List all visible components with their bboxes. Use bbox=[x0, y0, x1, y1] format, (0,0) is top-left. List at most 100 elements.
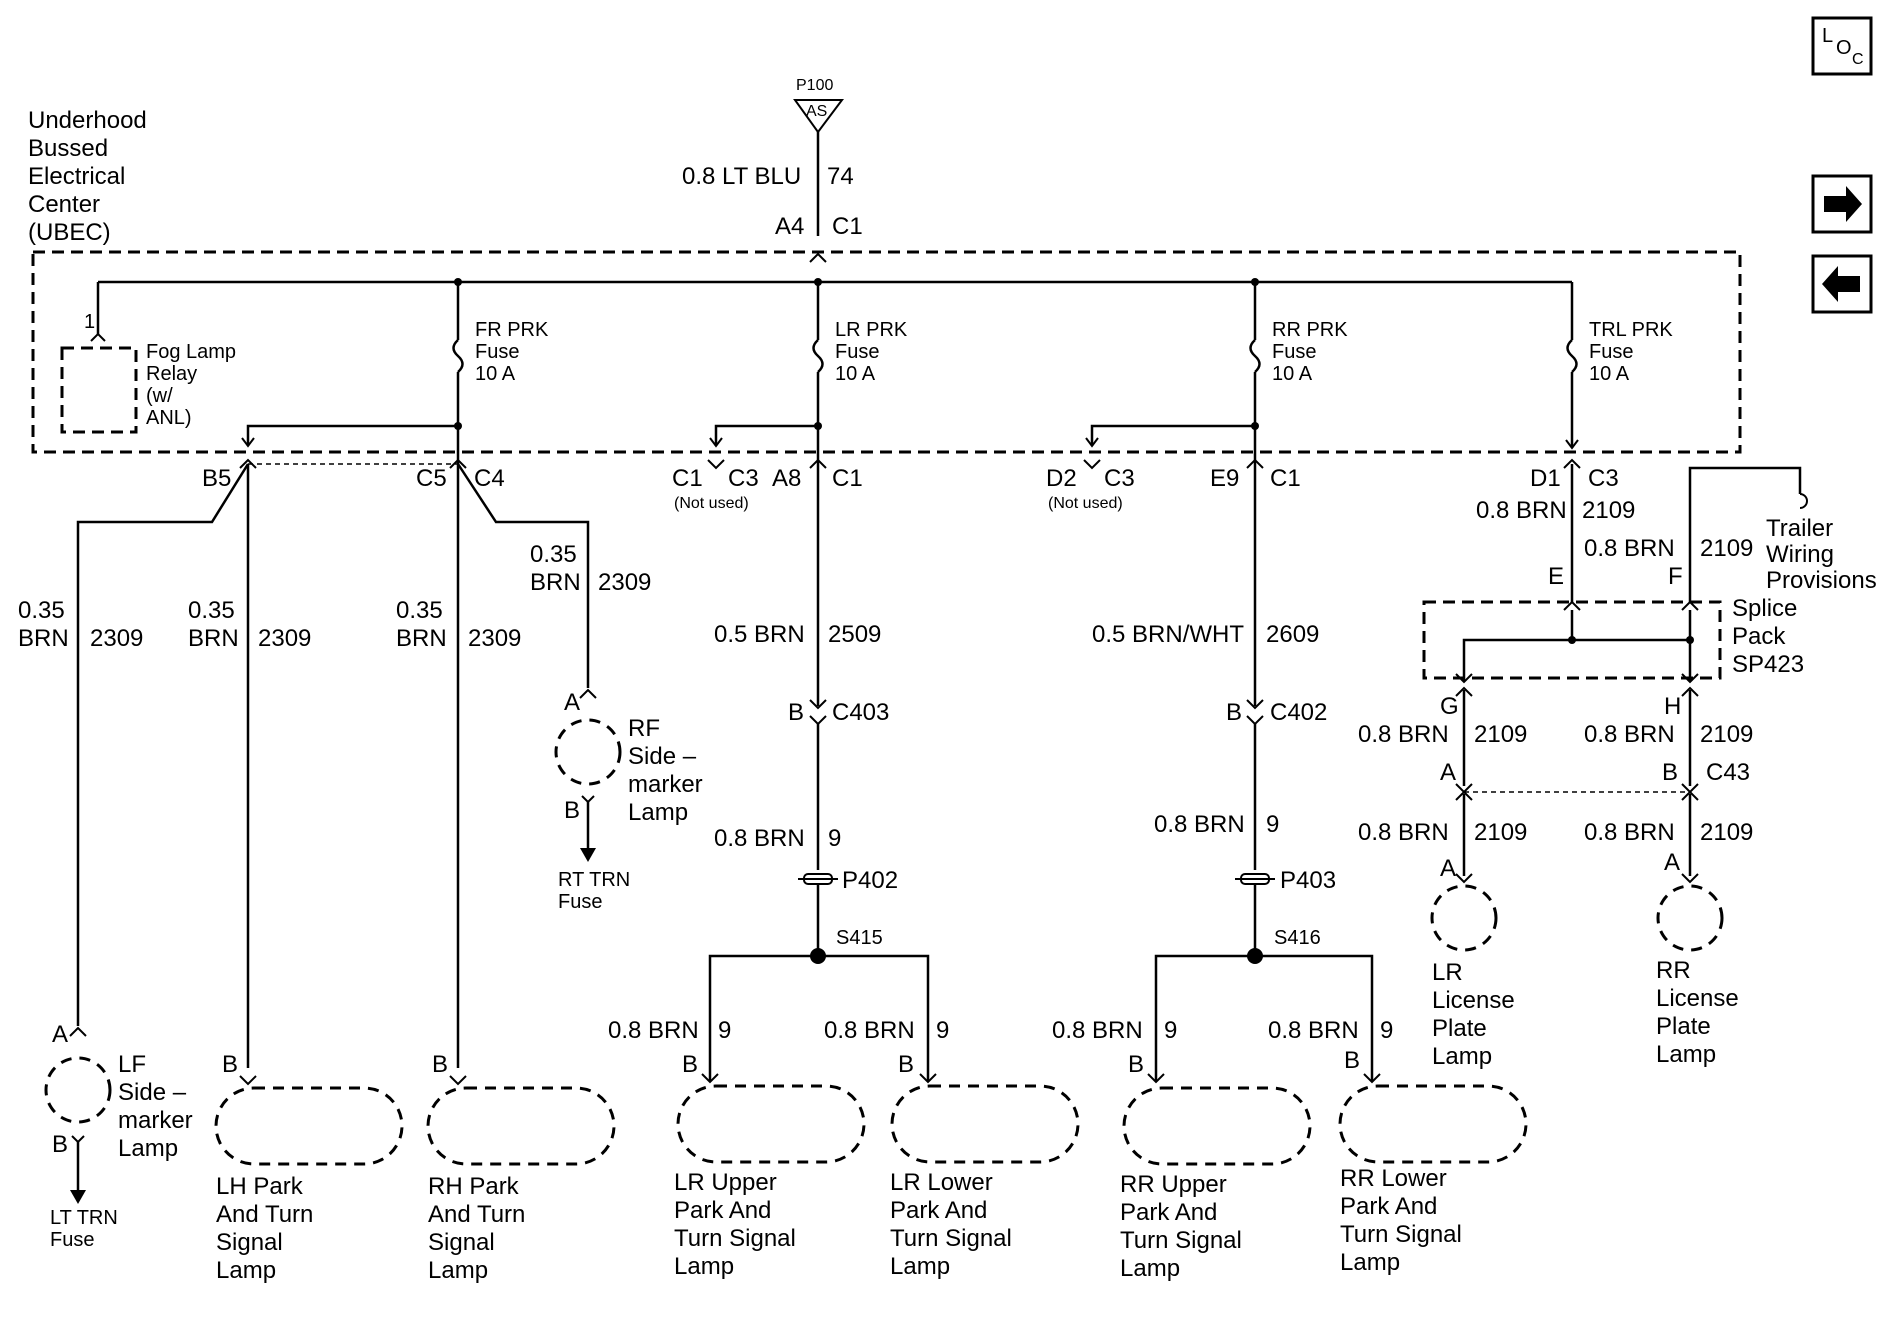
lf-wire-gauge: 0.35 bbox=[18, 597, 65, 624]
lh-wire-color: BRN bbox=[188, 625, 239, 652]
rr-lower-label-1: RR Lower bbox=[1340, 1165, 1447, 1192]
rr-license-label-4: Lamp bbox=[1656, 1041, 1716, 1068]
lh-park-label-1: LH Park bbox=[216, 1173, 304, 1200]
trl-f-circuit: 2109 bbox=[1700, 535, 1753, 562]
fr-prk-fuse-line-1: FR PRK bbox=[475, 319, 549, 341]
top-connector-c1: C1 bbox=[832, 213, 863, 240]
lr-prk-fuse-symbol bbox=[812, 339, 824, 373]
rr-post-circuit: 9 bbox=[1266, 811, 1279, 838]
lh-wire-gauge: 0.35 bbox=[188, 597, 235, 624]
rr-lower-label-4: Lamp bbox=[1340, 1249, 1400, 1276]
rh-park-label-1: RH Park bbox=[428, 1173, 520, 1200]
rr-prk-fuse-line-2: Fuse bbox=[1272, 341, 1316, 363]
ubec-box bbox=[31, 250, 1742, 454]
lh-park-pin-b: B bbox=[222, 1051, 238, 1078]
splice-pin-h: H bbox=[1664, 693, 1681, 720]
lf-side-pin-a: A bbox=[52, 1021, 68, 1048]
ubec-title-line-1: Underhood bbox=[28, 107, 147, 134]
rf-wire-circuit: 2309 bbox=[598, 569, 651, 596]
top-pin-a4: A4 bbox=[775, 213, 804, 240]
lic-h-circuit: 2109 bbox=[1700, 721, 1753, 748]
relay-pin-1: 1 bbox=[84, 311, 95, 333]
rr-prk-fuse-line-1: RR PRK bbox=[1272, 319, 1348, 341]
loc-button[interactable]: L O C bbox=[1811, 16, 1873, 76]
trailer-line-3: Provisions bbox=[1766, 567, 1877, 594]
rf-wire-color: BRN bbox=[530, 569, 581, 596]
lic-g-wire: 0.8 BRN bbox=[1358, 721, 1449, 748]
pin-e9: E9 bbox=[1210, 465, 1239, 492]
lr-license-label-3: Plate bbox=[1432, 1015, 1487, 1042]
trl-d1-wire: 0.8 BRN bbox=[1476, 497, 1567, 524]
rr-upper-pin-b: B bbox=[1128, 1051, 1144, 1078]
pin-c3-not-used-2: C3 bbox=[1104, 465, 1135, 492]
rf-side-label-3: marker bbox=[628, 771, 703, 798]
rf-side-label-4: Lamp bbox=[628, 799, 688, 826]
lr-lower-wire: 0.8 BRN bbox=[824, 1017, 915, 1044]
trl-prk-fuse-line-1: TRL PRK bbox=[1589, 319, 1673, 341]
lr-lower-label-3: Turn Signal bbox=[890, 1225, 1012, 1252]
lh-park-label-2: And Turn bbox=[216, 1201, 313, 1228]
p100-connector: P100 AS bbox=[793, 77, 844, 134]
rr-lower-pin-b: B bbox=[1344, 1047, 1360, 1074]
rr-upper-label-2: Park And bbox=[1120, 1199, 1217, 1226]
forward-button[interactable] bbox=[1811, 174, 1873, 234]
p403-pass-through bbox=[1235, 873, 1275, 885]
pin-d2: D2 bbox=[1046, 465, 1077, 492]
ubec-title-line-4: Center bbox=[28, 191, 100, 218]
lh-wire-circuit: 2309 bbox=[258, 625, 311, 652]
lr-post-wire: 0.8 BRN bbox=[714, 825, 805, 852]
arrow-right-icon bbox=[1824, 186, 1862, 222]
rr-upper-circuit: 9 bbox=[1164, 1017, 1177, 1044]
rf-side-marker-lamp bbox=[554, 718, 622, 786]
trl-prk-fuse-line-2: Fuse bbox=[1589, 341, 1633, 363]
c43-pin-b: B bbox=[1662, 759, 1678, 786]
rr-post-wire: 0.8 BRN bbox=[1154, 811, 1245, 838]
lr-lower-pin-b: B bbox=[898, 1051, 914, 1078]
lr-upper-pin-b: B bbox=[682, 1051, 698, 1078]
p100-sub-label: AS bbox=[806, 103, 827, 120]
trl-d1-circuit: 2109 bbox=[1582, 497, 1635, 524]
lic-la-circuit: 2109 bbox=[1474, 819, 1527, 846]
trailer-line-2: Wiring bbox=[1766, 541, 1834, 568]
pin-d1: D1 bbox=[1530, 465, 1561, 492]
lf-side-pin-b: B bbox=[52, 1131, 68, 1158]
lr-license-label-1: LR bbox=[1432, 959, 1463, 986]
rh-wire-circuit: 2309 bbox=[468, 625, 521, 652]
rf-wire-gauge: 0.35 bbox=[530, 541, 577, 568]
pin-a8: A8 bbox=[772, 465, 801, 492]
top-wire-label: 0.8 LT BLU bbox=[682, 163, 801, 190]
pin-c4: C4 bbox=[474, 465, 505, 492]
pin-c3-not-used-1: C3 bbox=[728, 465, 759, 492]
lf-side-marker-lamp bbox=[44, 1056, 112, 1124]
not-used-label-2: (Not used) bbox=[1048, 495, 1123, 512]
rr-upper-label-4: Lamp bbox=[1120, 1255, 1180, 1282]
splice-pack-line-3: SP423 bbox=[1732, 651, 1804, 678]
rr-license-label-1: RR bbox=[1656, 957, 1691, 984]
fr-prk-fuse-symbol bbox=[452, 339, 464, 373]
relay-label-2: Relay bbox=[146, 363, 197, 385]
lr-upper-label-1: LR Upper bbox=[674, 1169, 777, 1196]
lr-license-label-4: Lamp bbox=[1432, 1043, 1492, 1070]
rr-prk-fuse-line-3: 10 A bbox=[1272, 363, 1313, 385]
top-wire-circuit: 74 bbox=[827, 163, 854, 190]
lf-side-label-4: Lamp bbox=[118, 1135, 178, 1162]
pin-c1-not-used-1: C1 bbox=[672, 465, 703, 492]
lr-prk-fuse-line-3: 10 A bbox=[835, 363, 876, 385]
splice-pack-line-1: Splice bbox=[1732, 595, 1797, 622]
lf-wire-color: BRN bbox=[18, 625, 69, 652]
rf-side-label-1: RF bbox=[628, 715, 660, 742]
fog-lamp-relay bbox=[60, 346, 138, 434]
lr-license-plate-lamp bbox=[1430, 884, 1498, 952]
lf-wire-circuit: 2309 bbox=[90, 625, 143, 652]
pin-b5: B5 bbox=[202, 465, 231, 492]
splice-pin-f: F bbox=[1668, 563, 1683, 590]
back-button[interactable] bbox=[1811, 254, 1873, 314]
loc-o-text: O bbox=[1836, 37, 1852, 59]
lt-trn-fuse-line-2: Fuse bbox=[50, 1229, 94, 1251]
rr-main-wire: 0.5 BRN/WHT bbox=[1092, 621, 1244, 648]
rh-park-pin-b: B bbox=[432, 1051, 448, 1078]
splice-pin-e: E bbox=[1548, 563, 1564, 590]
trl-prk-fuse-line-3: 10 A bbox=[1589, 363, 1630, 385]
lf-side-label-3: marker bbox=[118, 1107, 193, 1134]
